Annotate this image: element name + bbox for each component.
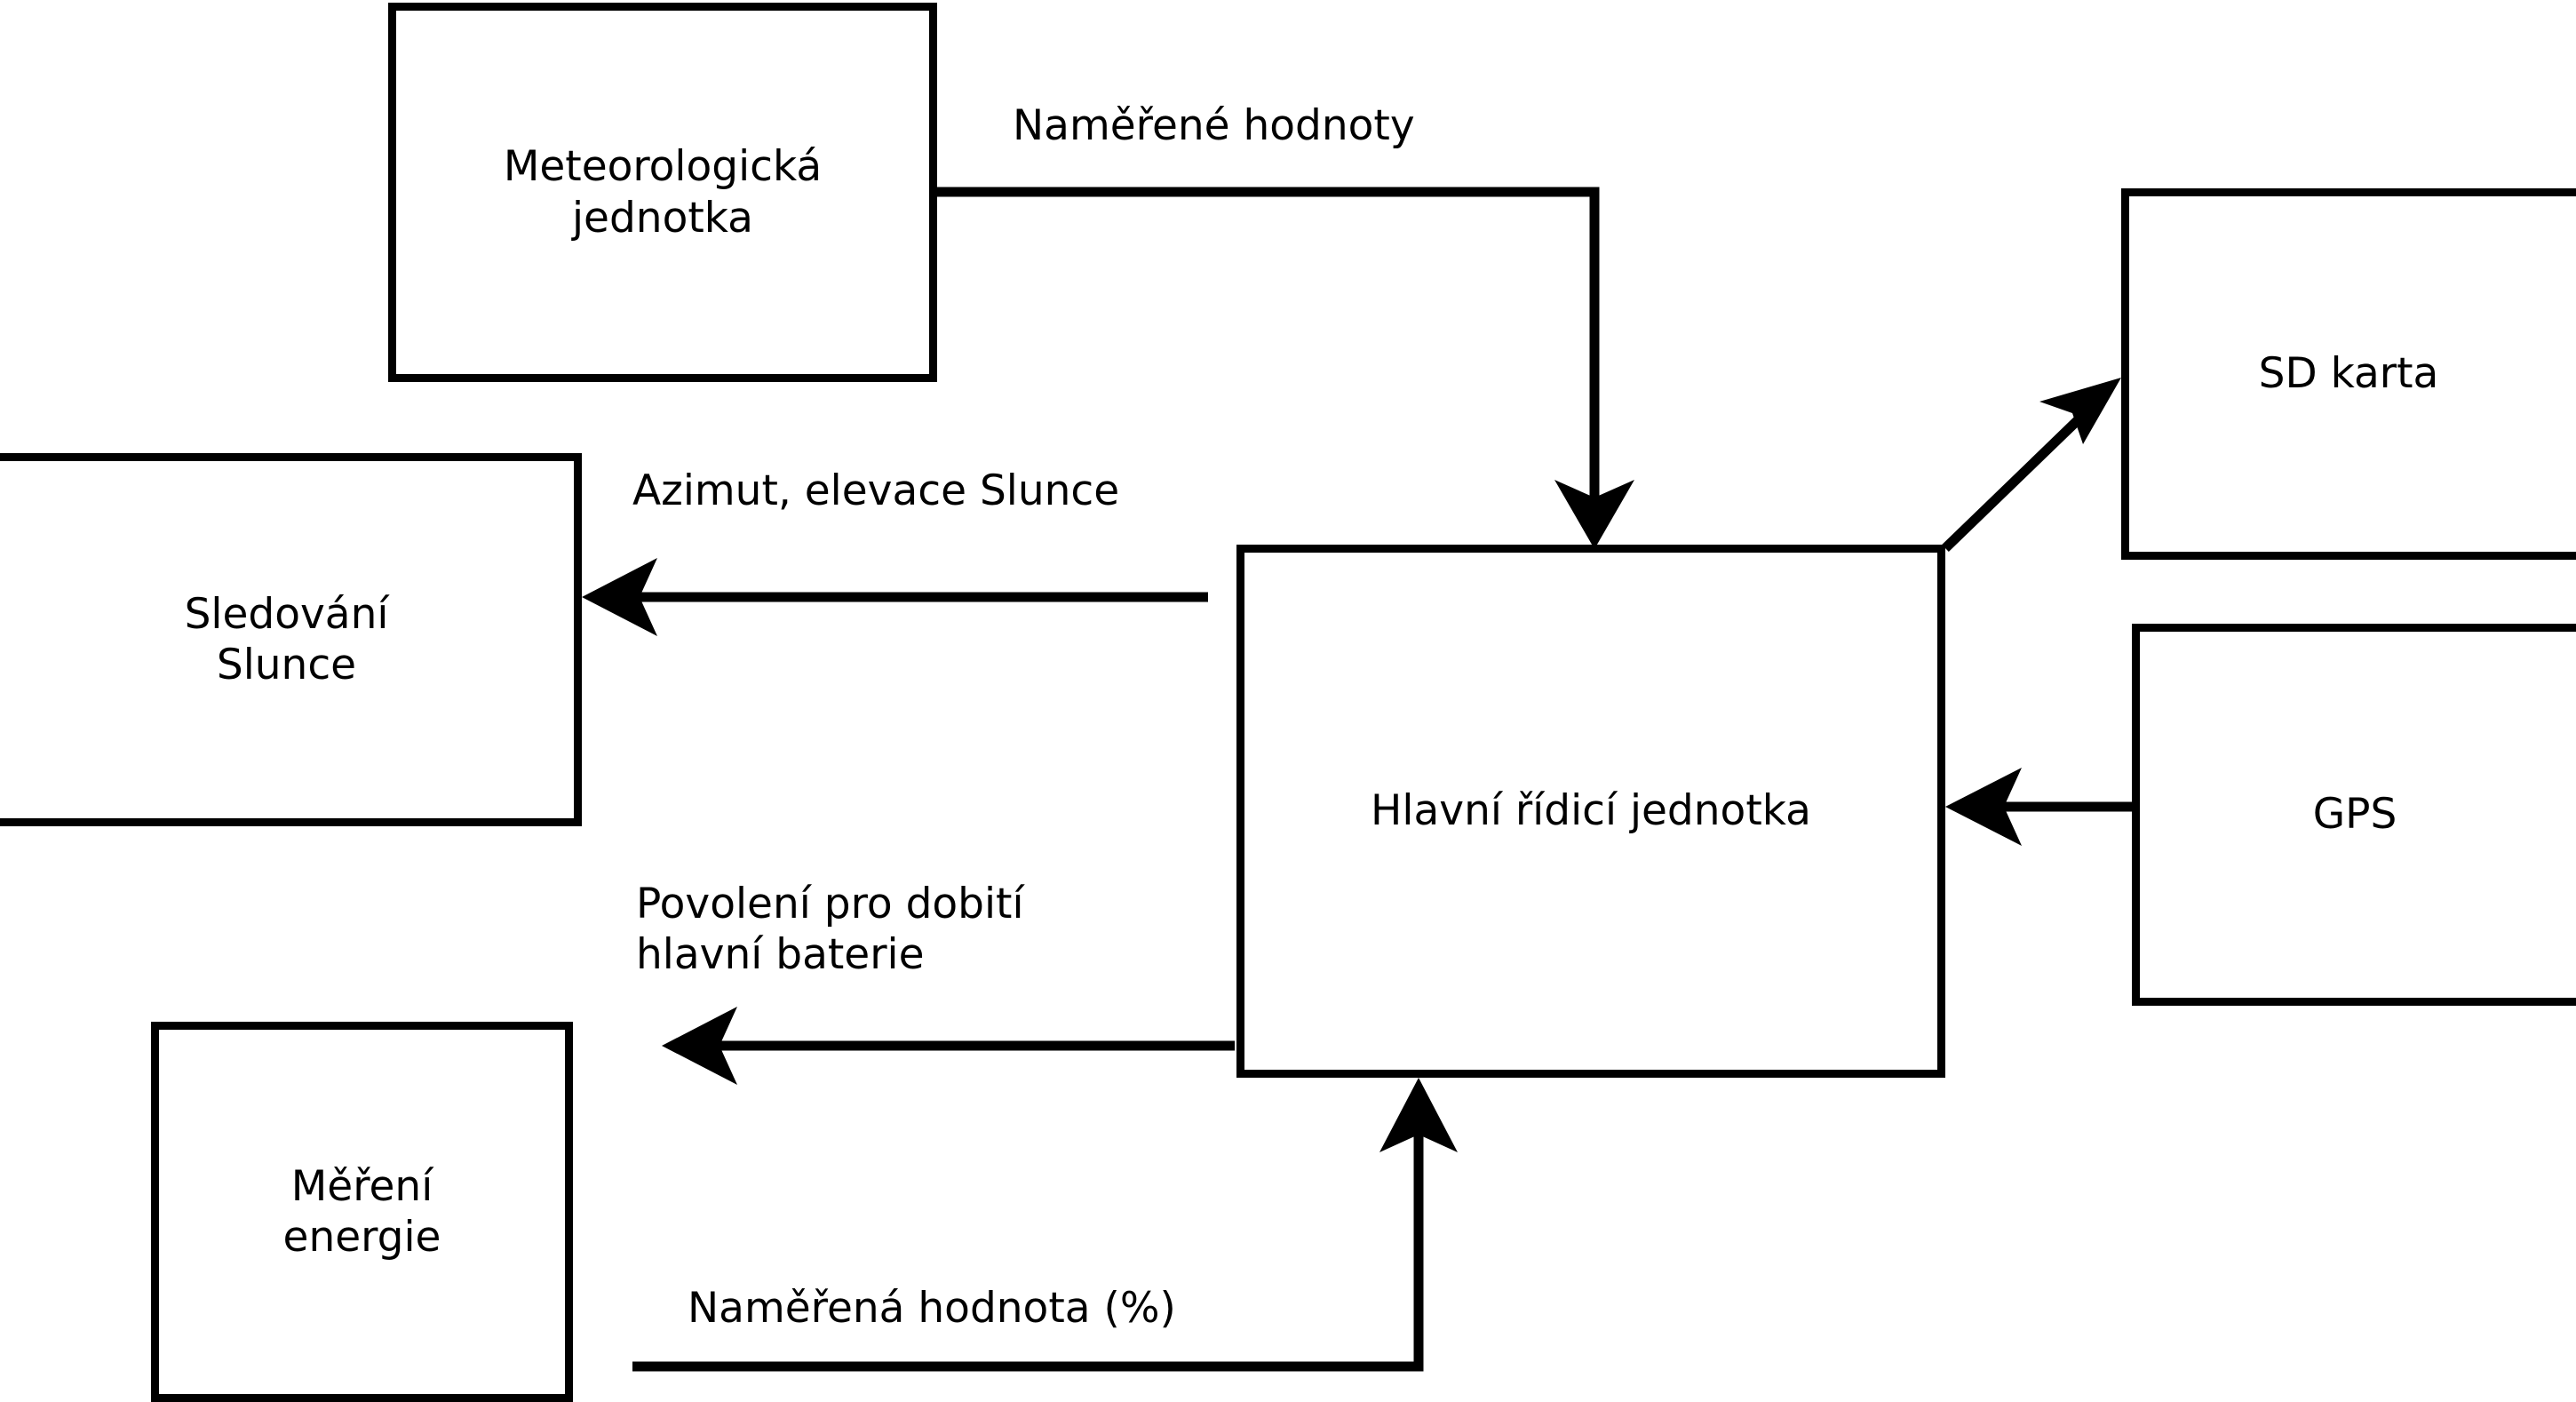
node-label-energy: Měření energie [282,1161,441,1262]
node-sledovani-slunce[interactable]: Sledování Slunce [0,453,582,826]
edge-main-to-sdcard [1942,378,2121,552]
node-gps[interactable]: GPS [2132,624,2576,1006]
edge-label-povoleni-pro-dobiti: Povolení pro dobití hlavní baterie [636,880,1024,980]
node-label-sdcard: SD karta [2258,349,2439,399]
edge-main-to-energy [662,1007,1235,1085]
node-hlavni-ridici-jednotka[interactable]: Hlavní řídicí jednotka [1236,545,1945,1078]
node-mereni-energie[interactable]: Měření energie [151,1022,573,1402]
edge-meteo-to-main [937,187,1634,549]
node-label-tracking: Sledování Slunce [184,589,389,689]
edge-label-namerene-hodnoty: Naměřené hodnoty [1013,101,1415,150]
node-meteorologicka-jednotka[interactable]: Meteorologická jednotka [388,3,937,382]
node-sd-karta[interactable]: SD karta [2121,188,2576,560]
node-label-main: Hlavní řídicí jednotka [1371,786,1811,836]
edge-gps-to-main [1945,768,2132,846]
node-label-meteo: Meteorologická jednotka [503,142,823,243]
edge-energy-to-main [632,1078,1458,1372]
edge-main-to-tracking [582,558,1208,636]
node-label-gps: GPS [2312,790,2397,840]
edge-label-namerena-hodnota: Naměřená hodnota (%) [688,1284,1176,1333]
edge-label-azimut-elevace-slunce: Azimut, elevace Slunce [632,466,1120,515]
